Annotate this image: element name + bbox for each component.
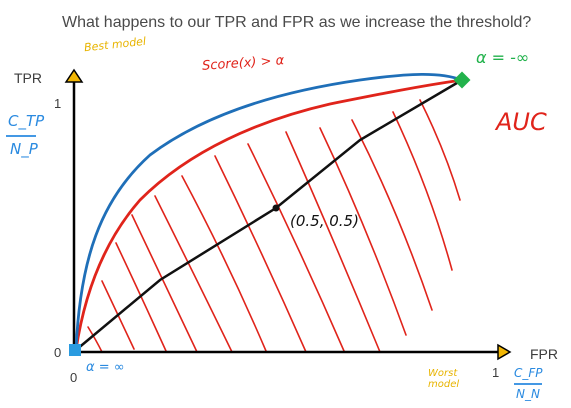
- page-title: What happens to our TPR and FPR as we in…: [62, 14, 532, 31]
- y-axis-arrow-icon: [64, 68, 84, 83]
- threshold-neg-inf-point: [453, 71, 471, 89]
- tpr-numerator: C_TP: [8, 112, 45, 130]
- alpha-inf-note: α = ∞: [86, 360, 125, 375]
- roc-curve-blue: [74, 72, 463, 351]
- roc-curve-red: [74, 78, 463, 351]
- worst-model-note: Worst model: [428, 368, 460, 390]
- x-tick-one: 1: [492, 365, 500, 380]
- midpoint-note: (0.5, 0.5): [290, 212, 359, 230]
- y-tick-zero: 0: [54, 345, 62, 360]
- auc-note: AUC: [496, 108, 547, 136]
- alpha-neg-inf-note: α = -∞: [476, 48, 530, 67]
- x-tick-zero: 0: [70, 370, 78, 385]
- auc-hatching: [87, 99, 461, 353]
- x-axis-label: FPR: [530, 346, 558, 362]
- fpr-numerator: C_FP: [514, 366, 543, 380]
- tpr-denominator: N_P: [10, 140, 38, 158]
- threshold-inf-point: [69, 344, 81, 356]
- midpoint-dot: [272, 204, 280, 212]
- fpr-denominator: N_N: [516, 387, 540, 401]
- y-axis-label: TPR: [14, 70, 42, 86]
- y-tick-one: 1: [54, 96, 62, 111]
- x-axis-arrow-icon: [497, 343, 512, 361]
